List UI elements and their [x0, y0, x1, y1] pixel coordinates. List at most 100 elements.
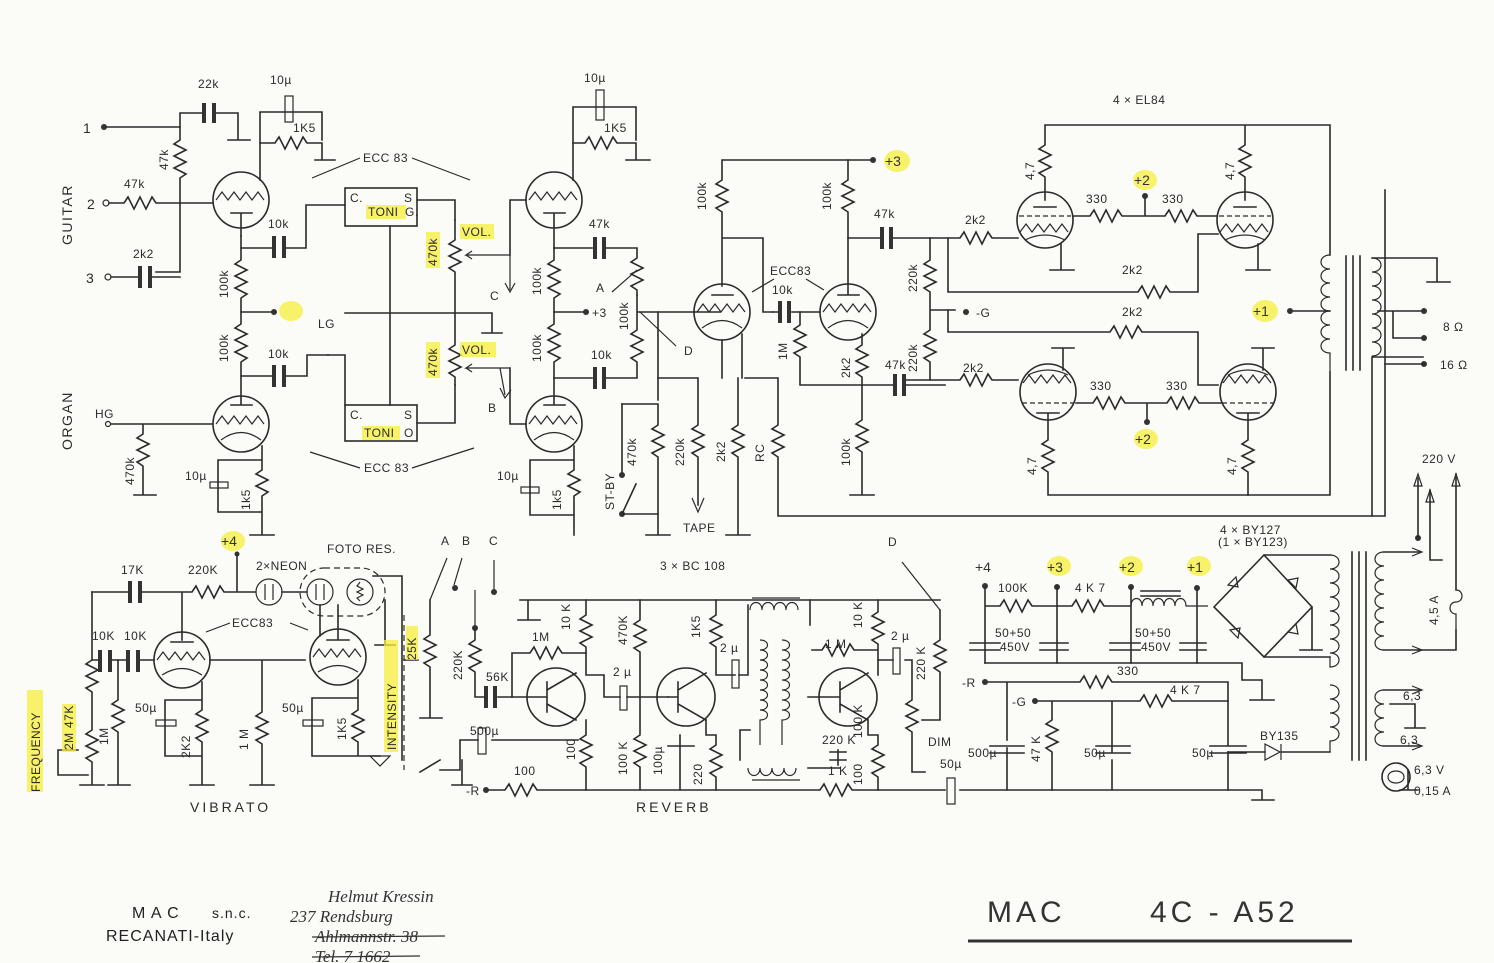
reverb-r1k-label: 1 K	[828, 764, 848, 778]
heater-b-label: 6,3	[1400, 733, 1418, 747]
tone-top-c: C.	[350, 191, 363, 205]
reverb-c220k-label: 220 K	[822, 733, 856, 747]
mixer-r2k2-label: 2k2	[714, 441, 728, 462]
vol-top-label[interactable]: VOL.	[462, 225, 491, 239]
vol-bottom-label[interactable]: VOL.	[462, 343, 491, 357]
node-d-label: D	[684, 344, 693, 358]
el84-r4-7-d: 4,7	[1225, 457, 1239, 475]
c22k-label: 22k	[198, 77, 219, 91]
standby-switch-label[interactable]: ST-BY	[603, 473, 617, 510]
ps-neg-r-label: -R	[962, 676, 976, 690]
reverb-switch-b[interactable]: B	[462, 534, 471, 548]
reverb-c500u-label: 500µ	[470, 724, 499, 738]
ps-plus3-label: +3	[1047, 559, 1063, 575]
el84-4	[1219, 363, 1277, 421]
reverb-r100k-a-label: 100 K	[616, 741, 630, 775]
reverb-r100k-b-label: 100 K	[851, 704, 865, 738]
reverb-c2u-c-label: 2 µ	[891, 629, 909, 643]
c2k2-label: 2k2	[133, 247, 154, 261]
reverb-r100-a-label: 100	[564, 738, 578, 760]
r100k-b-label: 100k	[217, 333, 231, 362]
vibrato-plus4-label: +4	[221, 533, 237, 549]
pi-neg-g-label: -G	[976, 306, 990, 320]
vibrato-c10k-a-label: 10K	[92, 629, 115, 643]
tape-output-label[interactable]: TAPE	[683, 521, 715, 535]
output-16-ohm-label: 16 Ω	[1440, 358, 1468, 372]
pi-r100k-c-label: 100k	[839, 437, 853, 466]
manufacturer-name: M A C	[132, 905, 180, 922]
tone-top-g: G.	[405, 205, 419, 219]
reverb-switch-d[interactable]: D	[888, 535, 897, 549]
r47k-a-label: 47k	[157, 149, 171, 170]
bridge-rectifier-label: 4 × BY127	[1220, 523, 1281, 537]
vibrato-r2k2-label: 2K2	[179, 735, 193, 758]
frequency-pot-label[interactable]: FREQUENCY	[29, 712, 43, 792]
jack-3-label: 3	[86, 270, 95, 286]
reverb-switch-a[interactable]: A	[441, 534, 450, 548]
node-a-label: A	[596, 281, 605, 295]
mixer-r100k-a-label: 100k	[530, 266, 544, 295]
lamp-voltage-label: 6,3 V	[1414, 763, 1445, 777]
fuse-label: 4,5 A	[1427, 595, 1441, 625]
ps-r4k7-b-label: 4 K 7	[1170, 683, 1201, 697]
vibrato-r1k5-label: 1K5	[335, 717, 349, 740]
el84-r4-7-a: 4,7	[1023, 162, 1037, 180]
el84-r330-c: 330	[1090, 379, 1112, 393]
output-transformer	[1320, 254, 1451, 517]
reverb-r220-label: 220	[691, 763, 705, 785]
el84-2	[1216, 191, 1274, 249]
el84-r4-7-c: 4,7	[1025, 457, 1039, 475]
mixer-r100k-b-label: 100k	[530, 333, 544, 362]
reverb-switch-c[interactable]: C	[489, 534, 498, 548]
power-supply: +4 +3 +2 +1 100K 4 K 7 50+50 450V 50+50 …	[962, 452, 1463, 798]
lamp-current-label: 0,15 A	[1414, 784, 1451, 798]
pi-r220k-b-label: 220k	[906, 343, 920, 372]
pi-c47k-b-label: 47k	[885, 358, 906, 372]
vibrato-r2m-label: 2M	[62, 732, 76, 750]
el84-3	[1019, 363, 1077, 421]
ps-c500u-label: 500µ	[968, 746, 997, 760]
reverb-r1m-a-label: 1M	[532, 630, 550, 644]
vibrato-c50u-a-label: 50µ	[135, 701, 157, 715]
model-brand: MAC	[987, 896, 1066, 929]
c10u-b-label: 10µ	[185, 469, 207, 483]
dim-pot-label[interactable]: DIM	[928, 735, 952, 749]
reverb-r10k-a-label: 10 K	[559, 603, 573, 630]
manufacturer-location: RECANATI-Italy	[106, 928, 234, 945]
vol-top-value: 470k	[426, 237, 440, 266]
speaker-tap-8-b[interactable]	[1421, 335, 1427, 341]
ps-cap-b-voltage: 450V	[1141, 640, 1171, 654]
intensity-pot-label[interactable]: INTENSITY	[385, 683, 399, 750]
handwritten-owner-name: Helmut Kressin	[327, 887, 434, 906]
el84-1	[1016, 191, 1074, 249]
organ-label: ORGAN	[59, 391, 75, 450]
organ-jack	[104, 420, 112, 428]
ps-cap-b-label: 50+50	[1135, 626, 1171, 640]
model-number: 4C - A52	[1150, 896, 1299, 929]
mains-voltage-label: 220 V	[1422, 452, 1456, 466]
speaker-tap-8-a[interactable]	[1421, 308, 1427, 314]
jack-2-label: 2	[87, 196, 96, 212]
ps-plus1-label: +1	[1187, 559, 1203, 575]
pi-r100k-a-label: 100k	[695, 181, 709, 210]
reverb-r100-b-label: 100	[514, 764, 536, 778]
pi-c47k-a-label: 47k	[874, 207, 895, 221]
tone-bottom-s: S	[404, 408, 413, 422]
mains-transformer	[1329, 551, 1385, 761]
reverb-r1m-b-label: 1 M	[825, 637, 847, 651]
ecc83-label-bottom: ECC 83	[364, 461, 409, 475]
ps-r330-label: 330	[1117, 664, 1139, 678]
ps-c50u-b-label: 50µ	[1192, 746, 1214, 760]
reverb-r1k5-label: 1K5	[689, 615, 703, 638]
tone-bottom-o: O	[404, 426, 414, 440]
jack-1-label: 1	[83, 120, 92, 136]
ecc83-label-top: ECC 83	[363, 151, 408, 165]
jack-2	[102, 199, 110, 207]
tone-top-s: S	[404, 191, 413, 205]
el84-r330-a: 330	[1086, 192, 1108, 206]
node-c-label: C	[490, 289, 499, 303]
mixer-r1k5-label: 1K5	[604, 121, 627, 135]
vibrato-r1m-a-label: 1M	[97, 727, 111, 745]
